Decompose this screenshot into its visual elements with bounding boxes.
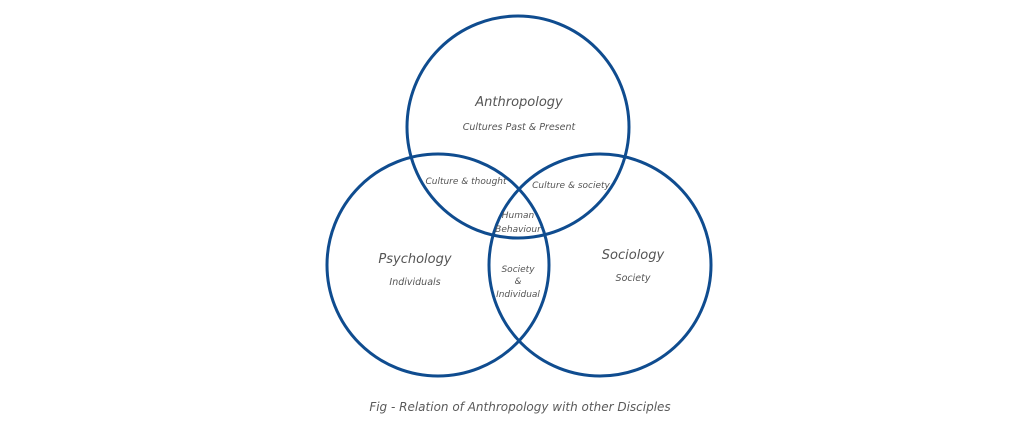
psychology-circle <box>325 152 551 378</box>
overlap-society-individual-label-line2: & <box>514 277 521 287</box>
overlap-culture-thought-label: Culture & thought <box>425 177 507 187</box>
sociology-subtitle: Society <box>616 273 651 284</box>
sociology-circle <box>487 152 713 378</box>
center-human-behaviour-label-line2: Behaviour <box>495 225 542 235</box>
center-human-behaviour-label-line1: Human <box>502 211 535 221</box>
psychology-title: Psychology <box>378 252 451 267</box>
figure-caption: Fig - Relation of Anthropology with othe… <box>369 400 670 414</box>
anthropology-subtitle: Cultures Past & Present <box>463 122 577 133</box>
overlap-society-individual-label-line1: Society <box>501 265 535 275</box>
anthropology-title: Anthropology <box>474 95 563 110</box>
anthropology-circle <box>405 14 631 240</box>
sociology-title: Sociology <box>602 248 665 263</box>
overlap-society-individual-label-line3: Individual <box>496 290 540 300</box>
overlap-culture-society-label: Culture & society <box>532 181 610 191</box>
psychology-subtitle: Individuals <box>389 277 440 288</box>
